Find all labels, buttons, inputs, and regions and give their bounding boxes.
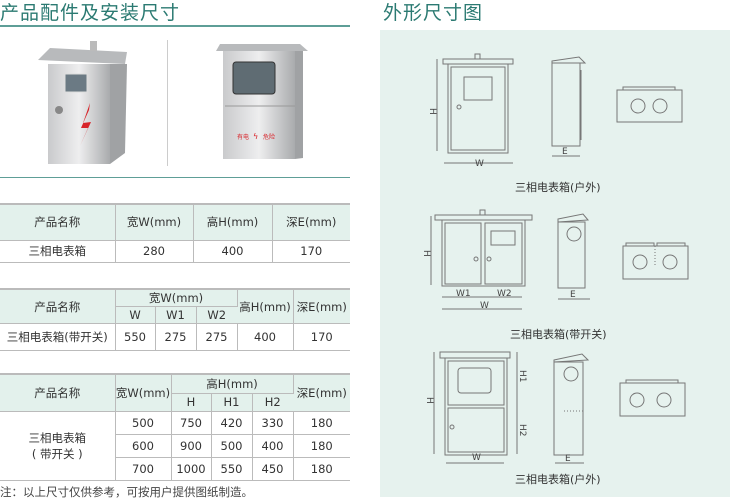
cell: 400 bbox=[193, 240, 273, 263]
cell: 420 bbox=[211, 411, 253, 435]
dim-label-h: H bbox=[424, 397, 434, 404]
dim-label-w: W bbox=[475, 159, 484, 169]
cell: 450 bbox=[252, 457, 294, 481]
header-cell: 高H(mm) bbox=[171, 373, 294, 394]
section-title-accessories: 产品配件及安装尺寸 bbox=[0, 2, 181, 24]
dim-label-h1: H1 bbox=[517, 370, 527, 383]
cell: 400 bbox=[252, 434, 294, 458]
warning-text: 危险 bbox=[263, 133, 275, 141]
dim-label-e: E bbox=[562, 147, 568, 157]
header-cell: 高H(mm) bbox=[193, 203, 273, 241]
dimension-drawings: H W E H W1 W2 W E H H1 H2 W E bbox=[421, 53, 689, 464]
cell: 180 bbox=[293, 411, 350, 435]
header-cell: H2 bbox=[252, 393, 294, 412]
cell: 180 bbox=[293, 434, 350, 458]
header-cell: 深E(mm) bbox=[293, 288, 350, 324]
title-underline bbox=[0, 25, 350, 27]
header-cell: 宽W(mm) bbox=[115, 203, 194, 241]
drawing-outdoor-tall-side bbox=[553, 353, 590, 464]
dim-label-h: H bbox=[421, 250, 431, 257]
header-cell: 宽W(mm) bbox=[115, 288, 238, 307]
header-cell: W1 bbox=[155, 306, 197, 324]
photo-divider bbox=[167, 40, 168, 166]
cell: 170 bbox=[272, 240, 350, 263]
caption-switch: 三相电表箱(带开关) bbox=[510, 328, 607, 341]
product-photo-meter-box bbox=[38, 41, 127, 164]
cell: 330 bbox=[252, 411, 294, 435]
cell: 400 bbox=[237, 323, 294, 351]
dim-label-h: H bbox=[427, 108, 437, 115]
dim-label-w: W bbox=[480, 301, 489, 311]
header-cell: H bbox=[171, 393, 212, 412]
cell: 三相电表箱 bbox=[0, 240, 116, 263]
drawing-outdoor-tall-front bbox=[433, 351, 518, 464]
drawing-outdoor-front bbox=[436, 53, 514, 164]
dimension-drawings-panel: H W E H W1 W2 W E H H1 H2 W E 三相电表箱(户外) … bbox=[380, 30, 730, 497]
dim-label-w: W bbox=[472, 453, 481, 463]
header-cell: 深E(mm) bbox=[293, 373, 350, 412]
dim-label-e: E bbox=[565, 454, 571, 464]
warning-text: 有电 bbox=[237, 133, 249, 141]
dim-label-e: E bbox=[570, 290, 576, 300]
caption-outdoor: 三相电表箱(户外) bbox=[515, 181, 601, 194]
drawing-outdoor-top bbox=[616, 86, 683, 123]
cell: 275 bbox=[155, 323, 197, 351]
cell: 180 bbox=[293, 457, 350, 481]
header-cell: 产品名称 bbox=[0, 288, 116, 324]
cell: 三相电表箱(带开关) bbox=[0, 323, 116, 351]
drawing-outdoor-side bbox=[551, 56, 587, 157]
header-cell: 深E(mm) bbox=[272, 203, 350, 241]
dim-label-h2: H2 bbox=[517, 424, 527, 437]
cell: 750 bbox=[171, 411, 212, 435]
cell: 500 bbox=[211, 434, 253, 458]
header-cell: W2 bbox=[196, 306, 238, 324]
cell: 550 bbox=[115, 323, 156, 351]
dim-label-w2: W2 bbox=[497, 289, 512, 299]
header-cell: 产品名称 bbox=[0, 373, 116, 412]
footnote: 注：以上尺寸仅供参考，可按用户提供图纸制造。 bbox=[0, 485, 253, 499]
cell: 275 bbox=[196, 323, 238, 351]
cell: 550 bbox=[211, 457, 253, 481]
cell: 500 bbox=[115, 411, 172, 435]
header-cell: 高H(mm) bbox=[237, 288, 294, 324]
cell: 280 bbox=[115, 240, 194, 263]
drawing-outdoor-tall-top bbox=[619, 379, 686, 417]
drawing-switch-side bbox=[557, 213, 590, 300]
section-divider bbox=[0, 177, 350, 178]
cell: 900 bbox=[171, 434, 212, 458]
header-cell: 宽W(mm) bbox=[115, 373, 172, 412]
drawing-switch-top bbox=[622, 242, 689, 280]
header-cell: H1 bbox=[211, 393, 253, 412]
product-name-cell: 三相电表箱( 带开关 ) bbox=[0, 411, 116, 481]
caption-outdoor-tall: 三相电表箱(户外) bbox=[515, 473, 601, 486]
cell: 600 bbox=[115, 434, 172, 458]
drawing-switch-front bbox=[430, 209, 533, 310]
cell: 170 bbox=[293, 323, 350, 351]
header-cell: W bbox=[115, 306, 156, 324]
section-title-dimensions: 外形尺寸图 bbox=[383, 2, 484, 24]
cell: 1000 bbox=[171, 457, 212, 481]
header-cell: 产品名称 bbox=[0, 203, 116, 241]
svg-text:ϟ: ϟ bbox=[253, 132, 258, 141]
product-photo-switch-box: 有电 ϟ 危险 bbox=[216, 44, 308, 159]
dim-label-w1: W1 bbox=[456, 289, 471, 299]
lightning-icon bbox=[80, 103, 91, 146]
cell: 700 bbox=[115, 457, 172, 481]
